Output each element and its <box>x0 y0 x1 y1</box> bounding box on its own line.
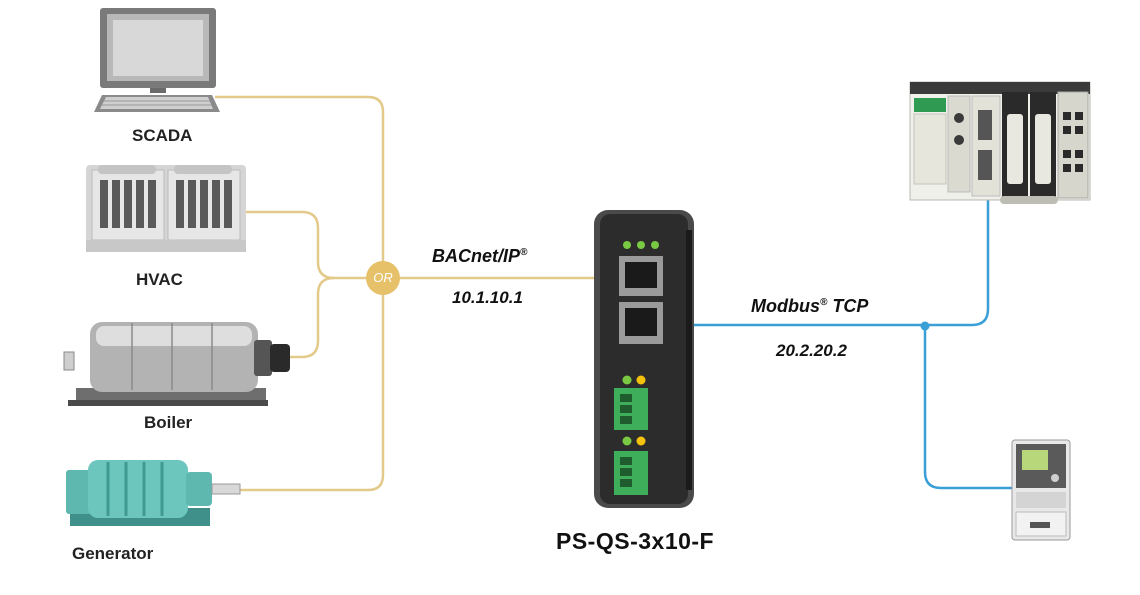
device-label-generator: Generator <box>72 544 154 563</box>
computer-icon <box>94 8 220 112</box>
bacnet-lines <box>215 95 600 492</box>
boiler-line <box>290 276 335 359</box>
vfd-line <box>923 325 1012 490</box>
junction-dot <box>920 321 930 331</box>
modbus-protocol-label: Modbus® TCP <box>751 296 869 316</box>
bacnet-protocol-label: BACnet/IP® <box>432 246 528 266</box>
modbus-address: 20.2.20.2 <box>776 341 847 360</box>
bacnet-address: 10.1.10.1 <box>452 288 523 307</box>
generator-icon <box>66 460 241 526</box>
plc-line <box>690 195 990 327</box>
gateway-icon <box>594 210 694 508</box>
or-badge <box>366 261 400 295</box>
modbus-lines <box>690 195 1012 490</box>
hvac-unit-icon <box>86 165 246 252</box>
hvac-line <box>245 210 383 280</box>
boiler-icon <box>63 322 290 406</box>
or-label: OR <box>373 270 393 285</box>
plc-icon <box>909 81 1091 204</box>
vfd-drive-icon <box>1011 439 1071 541</box>
gateway-name: PS-QS-3x10-F <box>556 528 715 554</box>
device-label-hvac: HVAC <box>136 270 183 289</box>
device-label-boiler: Boiler <box>144 413 193 432</box>
device-label-scada: SCADA <box>132 126 193 145</box>
trunk-line <box>215 95 385 492</box>
